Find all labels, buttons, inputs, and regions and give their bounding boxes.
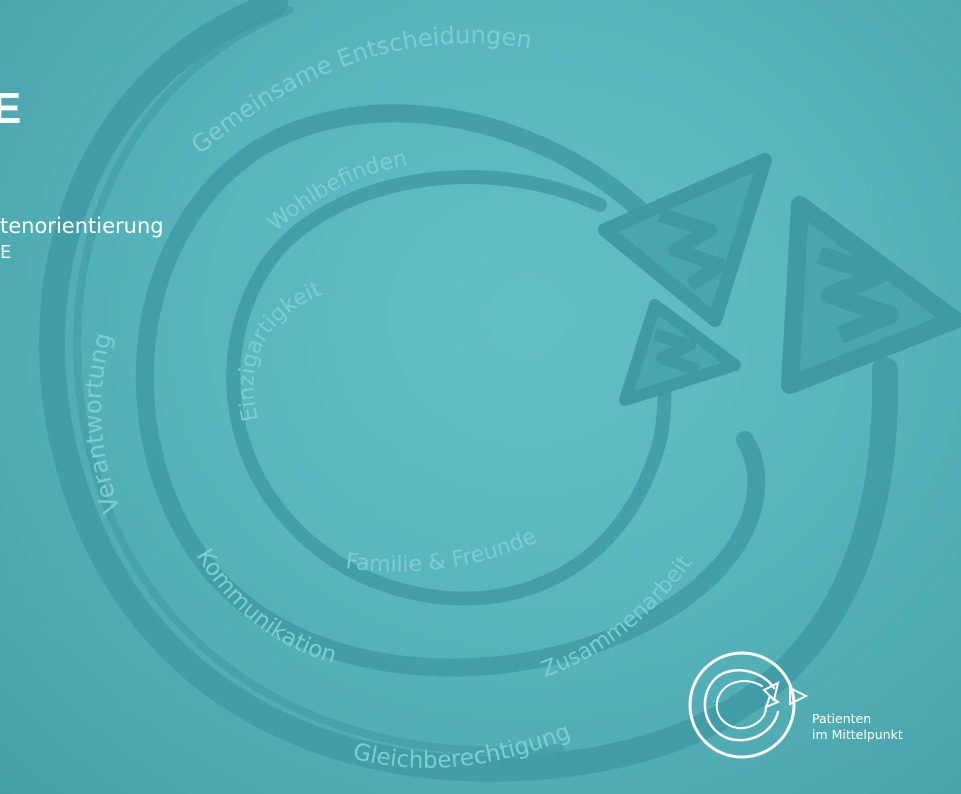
arrowhead-right — [781, 196, 961, 394]
label-family: Familie & Freunde — [344, 524, 540, 577]
arrowhead-middle — [619, 299, 741, 406]
logo-arrow-right — [789, 686, 809, 706]
label-shared-decisions: Gemeinsame Entscheidungen — [186, 21, 534, 159]
logo-arrow-lower — [764, 694, 780, 709]
page-heading-fragment: E — [0, 84, 22, 133]
logo-line-2: im Mittelpunkt — [812, 727, 903, 742]
middle-swirl-stroke — [135, 104, 766, 677]
outer-swirl-thin — [72, 6, 564, 755]
outer-swirl-stroke — [39, 0, 899, 782]
logo-outer-ring — [688, 651, 796, 759]
arrowhead-upper — [598, 153, 772, 327]
label-communication: Kommunikation — [191, 544, 339, 668]
logo-inner-ring — [715, 680, 767, 730]
logo-text: Patienten im Mittelpunkt — [812, 711, 903, 743]
subtitle-fragment: tenorientierung — [0, 214, 164, 238]
logo-line-1: Patienten — [812, 711, 872, 726]
inner-swirl-stroke — [226, 169, 672, 606]
patients-centered-logo — [688, 651, 809, 759]
subtitle-second-line-fragment: E — [0, 242, 12, 263]
logo-arrow-upper — [762, 681, 780, 702]
logo-middle-ring — [703, 669, 780, 742]
